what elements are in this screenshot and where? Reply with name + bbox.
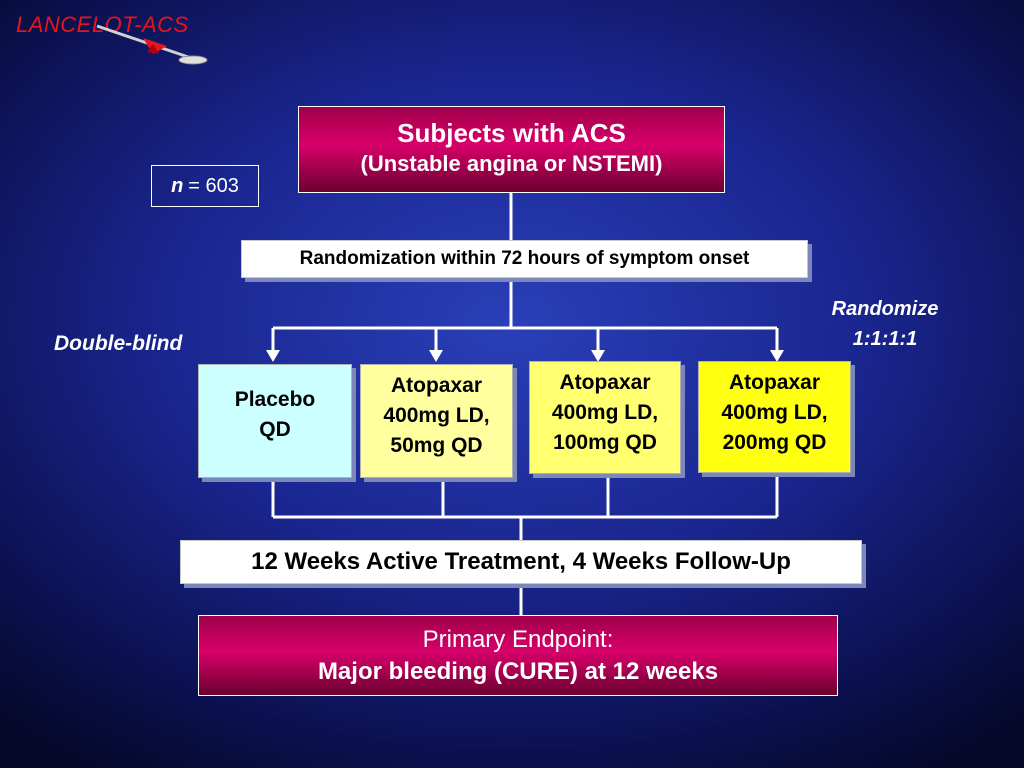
arm-100mg-line2: 400mg LD,	[551, 401, 659, 424]
randomize-label: Randomize	[831, 298, 939, 320]
enrollment-title: Subjects with ACS	[397, 118, 626, 148]
enrollment-box: Subjects with ACS (Unstable angina or NS…	[298, 106, 725, 193]
arm-50mg-line2: 400mg LD,	[383, 404, 490, 427]
sample-size-box: n = 603	[151, 165, 259, 207]
arm-placebo-box: Placebo QD	[198, 364, 352, 478]
double-blind-label: Double-blind	[54, 332, 183, 355]
arm-placebo-line2: QD	[259, 418, 291, 441]
logo-text: LANCELOT-ACS	[16, 12, 189, 37]
randomization-box: Randomization within 72 hours of symptom…	[241, 240, 808, 278]
arm-200mg-line3: 200mg QD	[722, 431, 827, 454]
ratio-label: 1:1:1:1	[852, 328, 918, 350]
arm-100mg-line1: Atopaxar	[559, 371, 651, 394]
randomization-text: Randomization within 72 hours of symptom…	[299, 248, 750, 269]
randomize-ratio-label: Randomize 1:1:1:1	[800, 294, 970, 354]
endpoint-title: Primary Endpoint:	[422, 626, 614, 653]
treatment-box: 12 Weeks Active Treatment, 4 Weeks Follo…	[180, 540, 862, 584]
endpoint-detail: Major bleeding (CURE) at 12 weeks	[317, 658, 719, 685]
arm-200mg-line1: Atopaxar	[728, 371, 821, 394]
arm-200mg-line2: 400mg LD,	[721, 401, 828, 424]
arm-200mg-box: Atopaxar 400mg LD, 200mg QD	[698, 361, 851, 473]
arm-placebo-line1: Placebo	[234, 388, 316, 411]
arm-50mg-line1: Atopaxar	[390, 374, 483, 397]
arm-50mg-box: Atopaxar 400mg LD, 50mg QD	[360, 364, 513, 478]
arm-50mg-line3: 50mg QD	[390, 434, 483, 457]
n-value: = 603	[188, 174, 239, 197]
endpoint-box: Primary Endpoint: Major bleeding (CURE) …	[198, 615, 838, 696]
lance-logo-icon	[96, 24, 208, 65]
arm-100mg-line3: 100mg QD	[553, 431, 657, 454]
arm-100mg-box: Atopaxar 400mg LD, 100mg QD	[529, 361, 681, 474]
n-symbol: n	[171, 174, 184, 197]
treatment-text: 12 Weeks Active Treatment, 4 Weeks Follo…	[251, 548, 791, 575]
enrollment-subtitle: (Unstable angina or NSTEMI)	[360, 151, 663, 176]
